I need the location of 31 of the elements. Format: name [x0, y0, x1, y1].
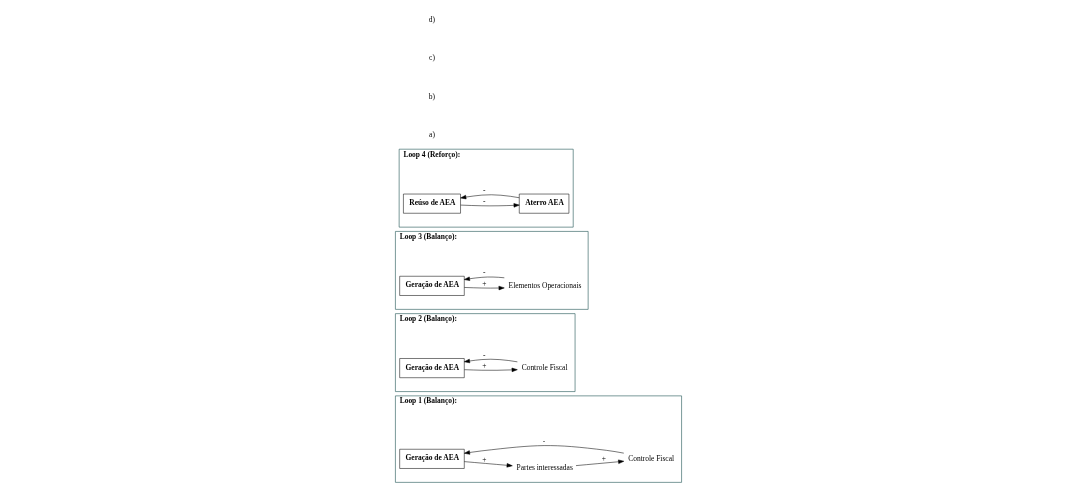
- edge-label: +: [481, 361, 486, 371]
- arrow: [463, 285, 505, 291]
- node-text: Partes interessadas: [516, 463, 573, 473]
- node-text: Elementos Operacionais: [508, 280, 581, 290]
- label: c): [428, 53, 435, 63]
- arrow: [463, 461, 513, 468]
- arrow: [463, 358, 518, 364]
- arrow: [463, 367, 518, 372]
- node-text: Controle Fiscal: [627, 453, 674, 463]
- edge-label: +: [481, 278, 486, 288]
- node-box: Geração de AEA: [398, 276, 465, 296]
- node-box: Geração de AEA: [398, 449, 465, 469]
- label: d): [428, 14, 435, 24]
- node-text: Controle Fiscal: [521, 363, 568, 373]
- node-box: Geração de AEA: [398, 358, 465, 378]
- arrow: [463, 445, 624, 455]
- arrow: [463, 276, 505, 281]
- edge-label: +: [601, 454, 606, 464]
- edge-label: -: [482, 268, 486, 278]
- edge-label: -: [482, 350, 486, 360]
- arrow: [575, 459, 624, 466]
- label: a): [428, 130, 435, 140]
- node-box: Reúso de AEA: [402, 193, 461, 214]
- edge-label: -: [482, 186, 486, 196]
- label: b): [428, 91, 435, 101]
- edge-label: +: [481, 454, 486, 464]
- edge-label: -: [542, 437, 545, 447]
- arrow: [459, 194, 519, 200]
- arrow: [459, 203, 520, 208]
- node-box: Aterro AEA: [518, 193, 569, 214]
- edge-label: -: [482, 196, 486, 206]
